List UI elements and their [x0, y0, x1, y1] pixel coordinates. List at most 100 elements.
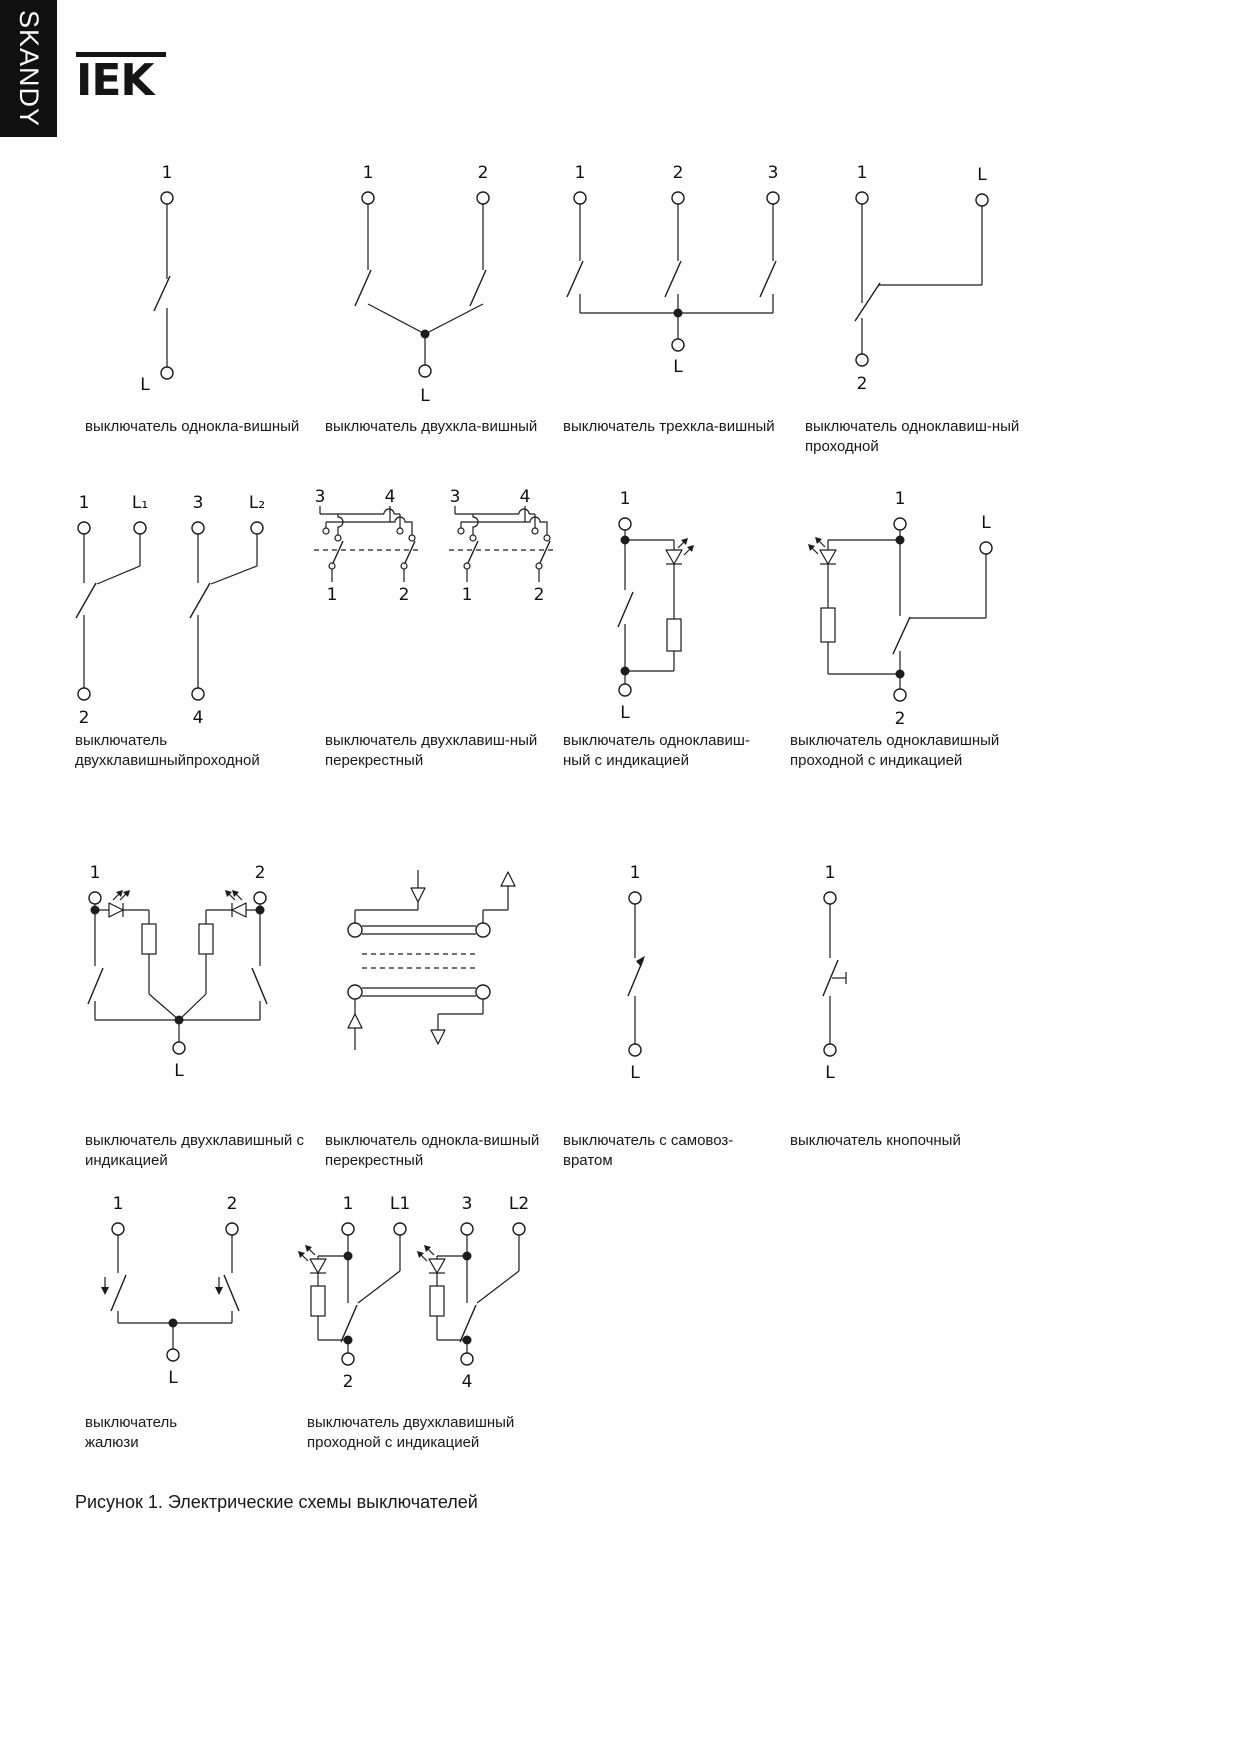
- schematic-switch-pushbutton: 1 L: [822, 863, 847, 1083]
- led-indicator: [428, 1258, 446, 1274]
- terminal-label-2: 2: [673, 163, 684, 183]
- crossover-unit-2: [448, 486, 554, 606]
- terminal-label-1: 1: [113, 1194, 124, 1214]
- crossover-unit-1: [313, 486, 419, 606]
- junction-dot: [673, 308, 683, 318]
- terminal-label-L: L: [630, 1063, 640, 1083]
- switch-blade: [617, 591, 634, 628]
- terminal-1: [111, 1222, 125, 1236]
- caption-switch-1gang-indicator: выключатель одноклавиш- ный с индикацией: [563, 731, 803, 771]
- terminal-label-2: 2: [343, 1372, 354, 1392]
- caption-switch-2gang: выключатель двухкла-вишный: [325, 417, 565, 437]
- terminal-label-2: 2: [79, 708, 90, 728]
- junction-dot: [462, 1335, 472, 1345]
- terminal-label-1: 1: [825, 863, 836, 883]
- terminal-label-L: L: [825, 1063, 835, 1083]
- terminal-1: [573, 191, 587, 205]
- terminal-label-2: 2: [478, 163, 489, 183]
- schematic-switch-2gang-indicator: 1 2: [87, 863, 268, 1081]
- terminal-1: [88, 891, 102, 905]
- terminal-label-L: L: [174, 1061, 184, 1081]
- led-rays: [297, 1250, 309, 1262]
- switch-blade: [340, 1304, 358, 1343]
- terminal-label-1: 1: [363, 163, 374, 183]
- led-rays: [807, 543, 819, 555]
- terminal-L: [172, 1041, 186, 1055]
- junction-dot: [620, 535, 630, 545]
- terminal-1: [823, 891, 837, 905]
- resistor: [429, 1285, 445, 1317]
- terminal-label-4: 4: [462, 1372, 473, 1392]
- pushbutton-actuator: [832, 972, 847, 984]
- caption-switch-3gang: выключатель трехкла-вишный: [563, 417, 803, 437]
- terminal-label-2: 2: [857, 374, 868, 394]
- terminal-2: [476, 191, 490, 205]
- terminal-label-4: 4: [193, 708, 204, 728]
- caption-line: выключатель трехкла-вишный: [563, 418, 775, 435]
- arrow-up-top: [500, 871, 516, 887]
- brand-series-name: SKANDY: [14, 9, 45, 128]
- terminal-label-3: 3: [462, 1194, 473, 1214]
- led-rays: [423, 1244, 435, 1256]
- terminal-L: [979, 541, 993, 555]
- led-rays: [416, 1250, 428, 1262]
- terminal-1: [77, 521, 91, 535]
- schematic-switch-momentary: 1 L: [627, 863, 645, 1083]
- led-indicator: [665, 549, 683, 565]
- junction-dot: [174, 1015, 184, 1025]
- caption-line: выключатель: [75, 732, 168, 749]
- caption-line: ный с индикацией: [563, 752, 689, 769]
- schematic-switch-1gang-crossover: [347, 870, 516, 1050]
- switch-blade: [153, 275, 171, 312]
- caption-line: перекрестный: [325, 1152, 424, 1169]
- terminal-label-1: 1: [895, 489, 906, 509]
- terminal-L: [975, 193, 989, 207]
- self-return-arrowhead: [636, 956, 645, 967]
- terminal-2: [341, 1352, 355, 1366]
- switch-blade: [87, 967, 104, 1005]
- junction-dot: [90, 905, 100, 915]
- terminal-4: [460, 1352, 474, 1366]
- switch-blade: [459, 1304, 477, 1343]
- terminal-1: [628, 891, 642, 905]
- caption-line: выключатель однокла-вишный: [85, 418, 300, 435]
- terminal-label-L: L: [168, 1368, 178, 1388]
- terminal-label-1: 1: [90, 863, 101, 883]
- schematic-switch-3gang: 1 2 3 L: [566, 163, 780, 377]
- terminal-label-L1: L1: [390, 1194, 410, 1214]
- caption-switch-2gang-2way: выключатель двухклавишныйпроходной: [75, 731, 325, 771]
- terminal-L: [160, 366, 174, 380]
- caption-line: перекрестный: [325, 752, 424, 769]
- terminal-label-1: 1: [343, 1194, 354, 1214]
- switch-blade: [664, 260, 682, 298]
- led-indicator: [309, 1258, 327, 1274]
- schematic-switch-1gang: 1 L: [140, 163, 174, 395]
- terminal-1: [893, 517, 907, 531]
- terminal-label-3: 3: [768, 163, 779, 183]
- schematic-switch-2gang-2way: 1 L₁ 3 L₂ 2 4: [75, 493, 265, 728]
- schematic-switch-2gang-crossover: [313, 486, 554, 606]
- led-rays: [683, 544, 695, 556]
- terminal-label-L: L: [977, 165, 987, 185]
- terminal-label-2: 2: [227, 1194, 238, 1214]
- terminal-3: [766, 191, 780, 205]
- junction-dot: [255, 905, 265, 915]
- caption-switch-2gang-crossover: выключатель двухклавиш-ный перекрестный: [325, 731, 575, 771]
- terminal-L2: [250, 521, 264, 535]
- iek-logo: IEK: [76, 52, 166, 104]
- caption-line: выключатель одноклавишный: [790, 732, 1000, 749]
- terminal-1: [855, 191, 869, 205]
- terminal-L: [618, 683, 632, 697]
- iek-logo-bar: [76, 52, 166, 57]
- schematic-switch-2gang: 1 2 L: [354, 163, 490, 406]
- caption-switch-2gang-indicator: выключатель двухклавишный с индикацией: [85, 1131, 335, 1171]
- switch-blade: [110, 1274, 127, 1312]
- switch-blade: [854, 282, 881, 322]
- junction-dot: [343, 1335, 353, 1345]
- direction-arrow-down: [101, 1277, 109, 1295]
- direction-arrow-down: [215, 1277, 223, 1295]
- terminal-L1: [133, 521, 147, 535]
- caption-switch-momentary: выключатель с самовоз- вратом: [563, 1131, 803, 1171]
- caption-line: выключатель с самовоз-: [563, 1132, 734, 1149]
